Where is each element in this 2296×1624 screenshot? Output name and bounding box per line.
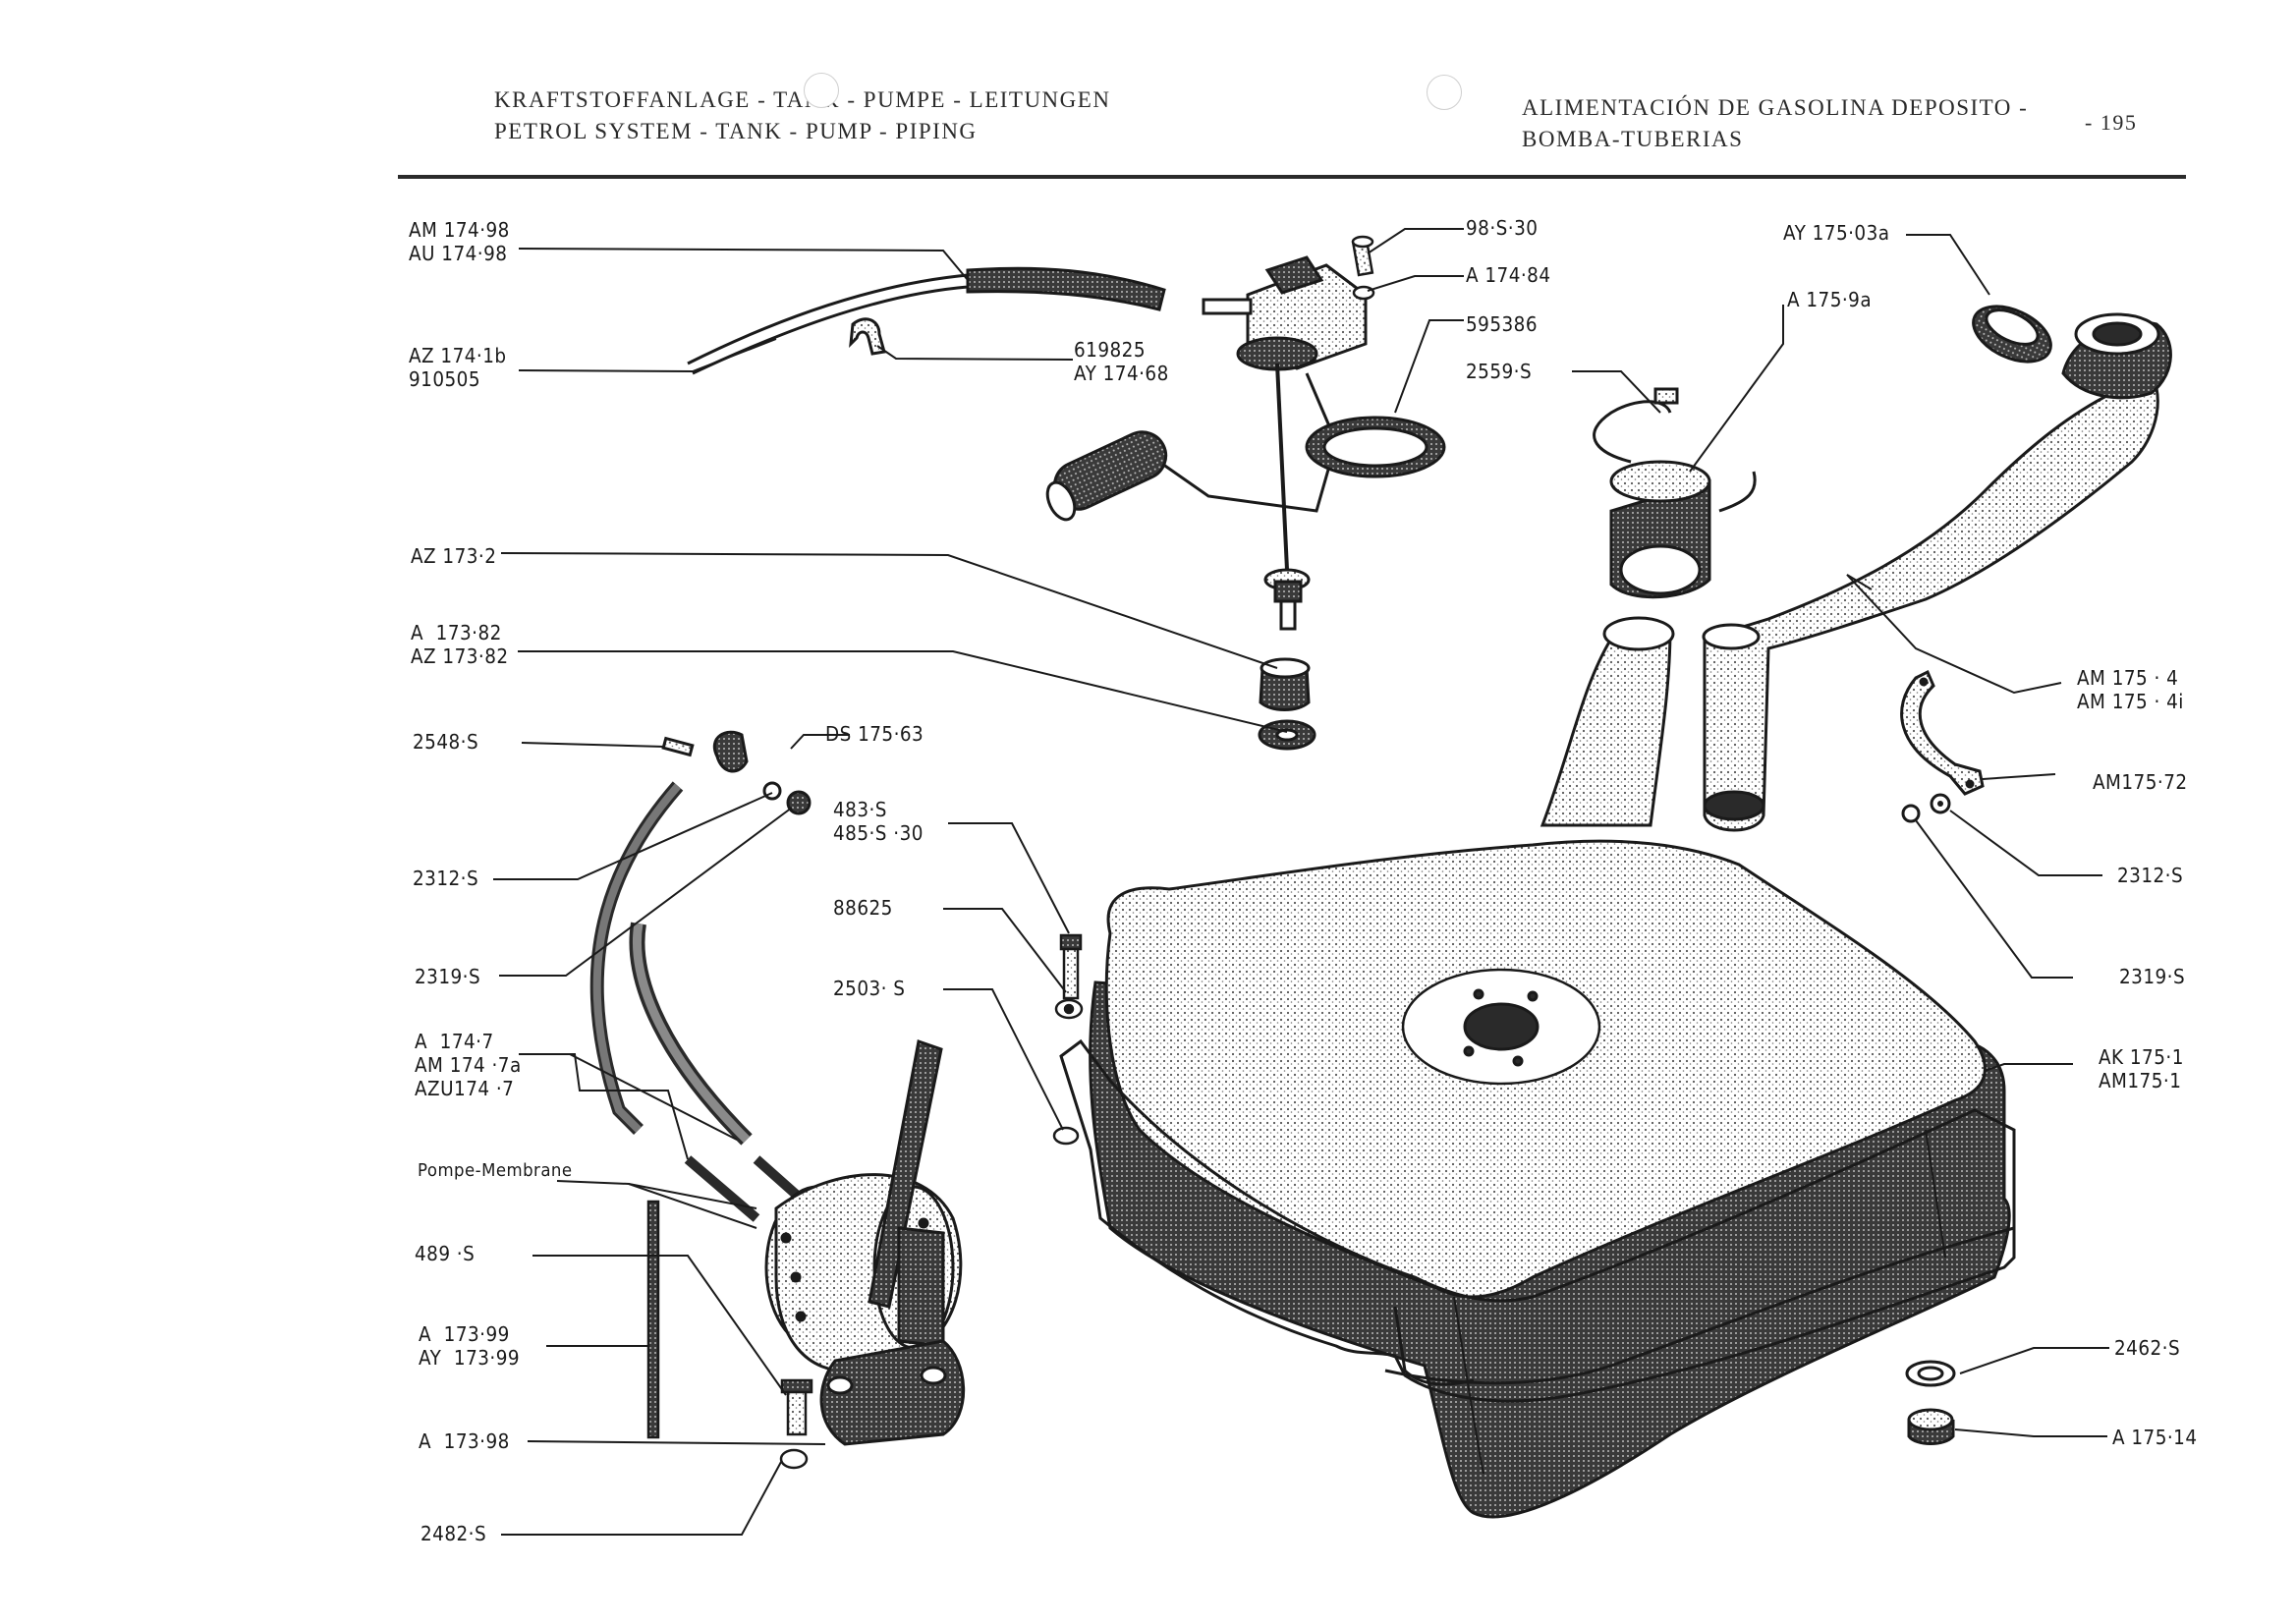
label-88625: 88625 <box>833 896 893 920</box>
label-595386: 595386 <box>1466 312 1539 336</box>
sender-gasket <box>1305 416 1446 478</box>
fuel-tank <box>1059 839 2016 1519</box>
label-98-s-30: 98·S·30 <box>1466 216 1539 240</box>
label-am175-72: AM175·72 <box>2093 770 2188 794</box>
label-ds175-63: DS 175·63 <box>825 722 924 746</box>
label-a173-98: A 173·98 <box>419 1429 510 1453</box>
label-2312-s-right: 2312·S <box>2117 864 2184 887</box>
header-title-english: PETROL SYSTEM - TANK - PUMP - PIPING <box>494 119 978 143</box>
header-title-spanish-line1: ALIMENTACIÓN DE GASOLINA DEPOSITO - <box>1522 95 2029 120</box>
label-2559-s: 2559·S <box>1466 360 1533 383</box>
pump-fuel-pipes <box>589 781 805 1222</box>
label-2482-s: 2482·S <box>420 1522 487 1545</box>
label-a174-84: A 174·84 <box>1466 263 1551 287</box>
label-2319-s-right: 2319·S <box>2119 965 2186 988</box>
punch-hole-left <box>804 73 839 108</box>
connecting-hose <box>1609 460 1757 599</box>
fuel-pump <box>764 1039 966 1446</box>
label-2462-s: 2462·S <box>2114 1336 2181 1360</box>
label-pompe-membrane: Pompe-Membrane <box>418 1160 573 1181</box>
leader-lines <box>493 228 2109 1536</box>
label-2312-s-left: 2312·S <box>413 867 479 890</box>
drain-plug <box>1905 1360 1956 1445</box>
label-a175-9a: A 175·9a <box>1787 288 1873 311</box>
pipe-clip <box>849 317 886 356</box>
filler-cap <box>1972 305 2052 364</box>
label-2319-s-left: 2319·S <box>415 965 481 988</box>
page-number: - 195 <box>2085 110 2138 135</box>
label-2548-s: 2548·S <box>413 730 479 754</box>
label-ay175-03a: AY 175·03a <box>1783 221 1890 245</box>
tank-strap-clamp <box>1900 669 1985 796</box>
washer-2319-right <box>1901 804 1921 823</box>
header-title-german: KRAFTSTOFFANLAGE - TANK - PUMPE - LEITUN… <box>494 87 1111 112</box>
hose-clamp <box>1593 387 1679 464</box>
label-2503-s: 2503· S <box>833 977 906 1000</box>
pump-push-rod <box>646 1200 660 1439</box>
header-rule <box>398 175 2186 179</box>
fuel-sender-unit <box>1045 255 1368 631</box>
pump-mounting-bolt <box>779 1378 813 1470</box>
tank-mounting-bolt <box>1052 933 1084 1146</box>
header-title-spanish-line2: BOMBA-TUBERIAS <box>1522 127 1744 151</box>
fuel-line-top <box>687 266 1166 375</box>
pipe-bracket <box>661 730 812 815</box>
sender-grommet <box>1258 657 1316 751</box>
label-489-s: 489 ·S <box>415 1242 476 1265</box>
punch-hole-right <box>1427 75 1462 110</box>
filler-neck <box>1540 312 2172 832</box>
label-az173-2: AZ 173·2 <box>411 544 497 568</box>
label-a175-14: A 175·14 <box>2112 1426 2198 1449</box>
